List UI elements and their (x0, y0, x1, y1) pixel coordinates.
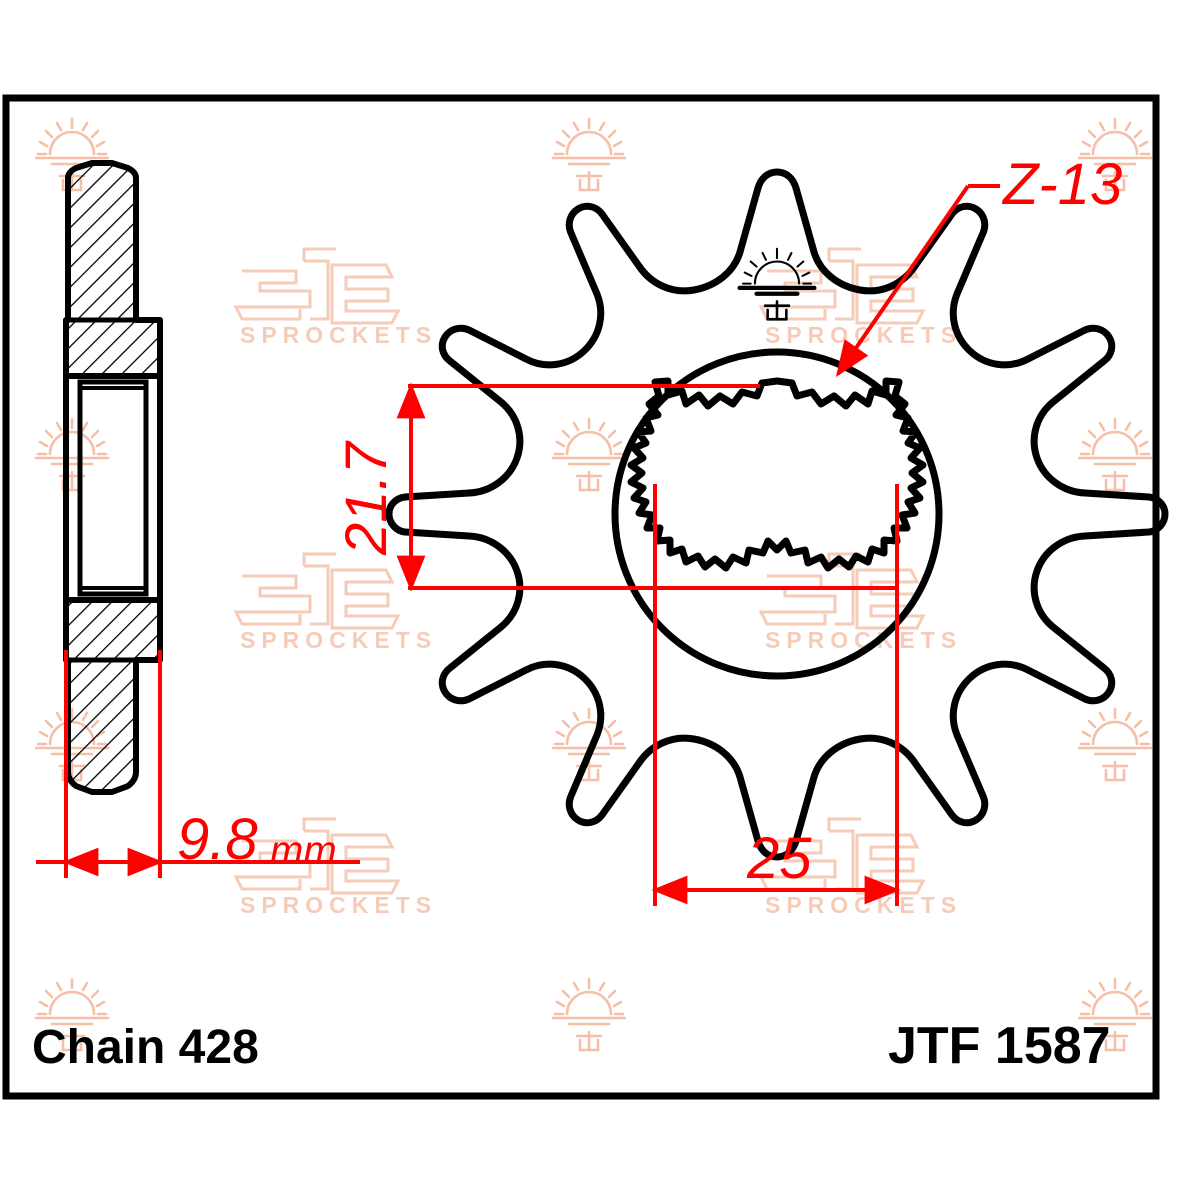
sunrise-stamp-icon (737, 247, 817, 321)
spline-bore (627, 377, 927, 572)
thickness-unit-label: mm (270, 829, 337, 873)
thickness-value-label: 9.8 (177, 807, 258, 872)
bore-dimension-label: 21.7 (334, 439, 399, 556)
cross-section-side-view (63, 160, 163, 795)
dimension-annotations (36, 184, 1000, 906)
sprocket-front-view (385, 168, 1169, 861)
drawing-border (2, 94, 1160, 1100)
z13-leader-line (835, 184, 1000, 377)
hub-dimension-label: 25 (746, 826, 812, 891)
hub-dimension-25 (651, 484, 901, 906)
thickness-dimension-98mm (36, 650, 360, 878)
chain-label: Chain 428 (32, 1021, 259, 1074)
part-number-label: JTF 1587 (888, 1017, 1111, 1075)
z13-label: Z-13 (1001, 152, 1122, 217)
bore-dimension-217 (396, 382, 760, 592)
